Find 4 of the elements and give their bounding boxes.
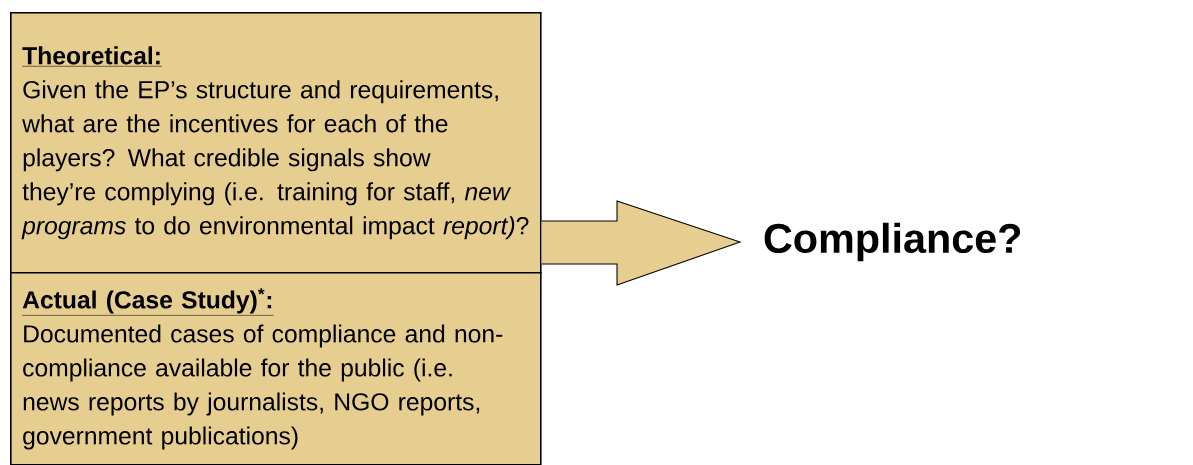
label-text: Compliance? (764, 222, 1021, 262)
block-arrow (541, 200, 742, 286)
text-box: Theoretical: Given the EP’s structure and requirements, what are the incentives for each of the players? What credible signals show they’re complying (i.e. training for staff, new programs to do environmental impact report)? (10, 12, 542, 274)
text-box: Actual (Case Study)$^{*}$: Documented cases of compliance and non-compliance available for the public (i.e. news reports by journalists, NGO reports, government publications) (10, 272, 542, 465)
